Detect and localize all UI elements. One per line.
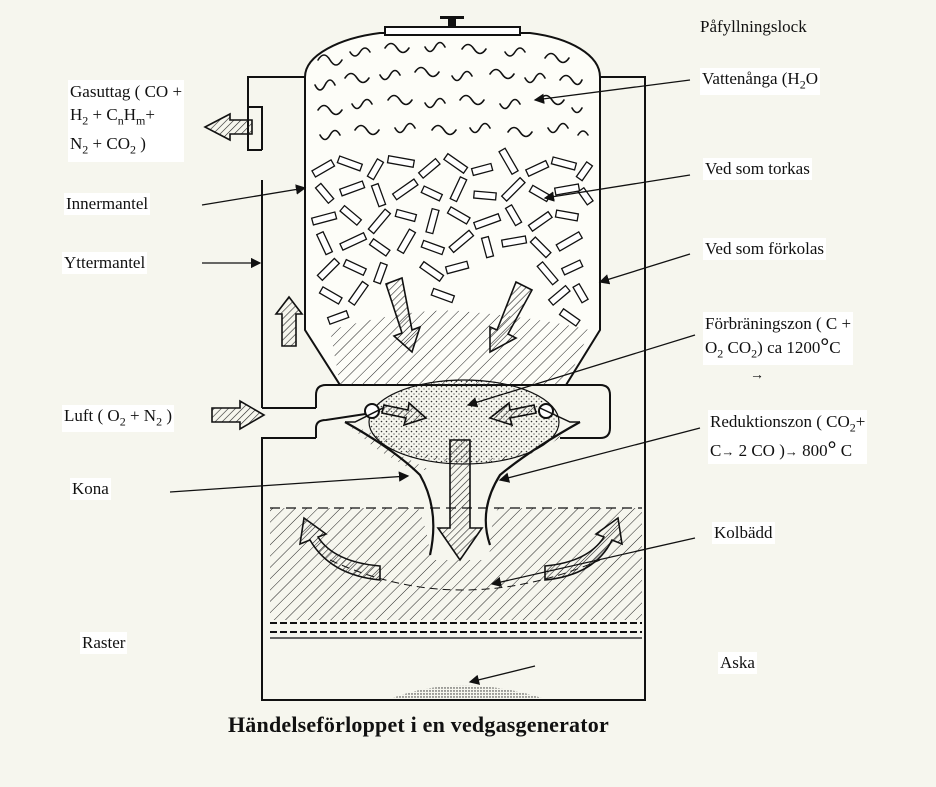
label-outer-jacket: Yttermantel bbox=[62, 252, 148, 274]
nozzle-arrow-left bbox=[381, 401, 428, 427]
leader-inner-jacket bbox=[201, 184, 307, 206]
label-inner-jacket: Innermantel bbox=[64, 193, 151, 215]
label-lid: Påfyllningslock bbox=[700, 17, 807, 36]
label-ash: Aska bbox=[718, 652, 757, 674]
filling-lid bbox=[384, 16, 521, 36]
label-cone: Kona bbox=[70, 478, 111, 500]
label-charcoal-bed: Kolbädd bbox=[712, 522, 775, 544]
leader-ash bbox=[468, 665, 536, 685]
flow-arrows bbox=[203, 112, 624, 581]
leader-lines bbox=[169, 79, 701, 685]
charring-zone bbox=[330, 310, 590, 385]
steam-squiggles bbox=[314, 41, 589, 141]
bed-arrow-right bbox=[544, 516, 624, 581]
leader-reduction bbox=[498, 427, 701, 483]
label-air: Luft ( O2 + N2 ) bbox=[62, 405, 175, 433]
combustion-arrow-glyph: → bbox=[750, 368, 764, 383]
label-grate: Raster bbox=[80, 632, 128, 654]
grate bbox=[270, 622, 642, 639]
label-combustion-zone: Förbräningszon ( C + O2 CO2) ca 1200°C bbox=[703, 312, 854, 366]
bed-arrow-left bbox=[298, 516, 381, 581]
leader-charcoal-bed bbox=[490, 537, 696, 588]
jacket-up-arrow bbox=[274, 295, 304, 347]
label-gas-outlet: Gasuttag ( CO + H2 + CnHm+ N2 + CO2 ) bbox=[68, 80, 185, 162]
air-in-arrow bbox=[211, 399, 266, 431]
gas-out-arrow bbox=[203, 112, 253, 142]
char-down-arrow-left bbox=[385, 276, 422, 354]
label-reduction-zone: Reduktionszon ( CO2+ C→ 2 CO )→ 800° C bbox=[708, 410, 868, 465]
label-charring: Ved som förkolas bbox=[703, 238, 826, 260]
leader-steam bbox=[533, 79, 691, 104]
leader-drying bbox=[543, 174, 691, 202]
diagram-title: Händelseförloppet i en vedgasgenerator bbox=[228, 712, 609, 737]
central-down-arrow bbox=[436, 439, 484, 562]
label-steam: Vattenånga (H2O bbox=[700, 68, 820, 96]
char-down-arrow-right bbox=[489, 280, 534, 354]
leader-charring bbox=[598, 253, 691, 285]
nozzle-arrow-right bbox=[488, 401, 537, 427]
ash-pile bbox=[390, 685, 545, 699]
leader-combustion bbox=[466, 334, 696, 408]
wood-chips-drying bbox=[310, 147, 594, 327]
label-drying: Ved som torkas bbox=[703, 158, 812, 180]
leader-cone bbox=[169, 471, 410, 493]
